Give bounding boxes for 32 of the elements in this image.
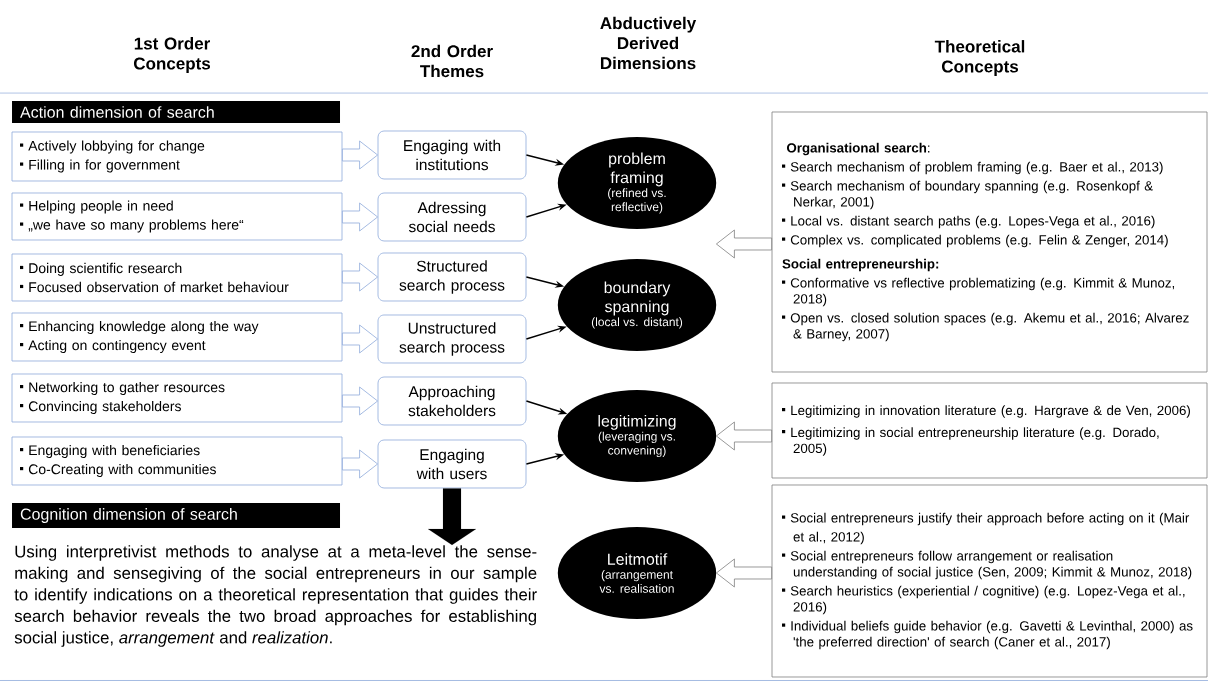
description-text: Using interpretivist methods to analyse at a meta-level the sense-making and sensegiving of the social entrepreneurs in our sample to identify indications on a theoretical representation that guides their search behavior reveals the two broad approaches for establishing social justice, arrangement and realization. [14,545,537,647]
concept-box: Helping people in need „we have so many problems here“ [11,192,343,241]
theme-box: Engaging with institutions [377,130,527,180]
block-arrow [427,488,477,546]
concept-panel: Legitimizing in innovation literature (e.g. Hargrave & de Ven, 2006) Legitimizing in social entrepreneurship literature (e.g. Dorado, 2005) [771,382,1208,479]
concept-box: Networking to gather resources Convincing stakeholders [11,373,343,423]
hollow-arrow [342,324,378,354]
column-heading: 2nd Order Themes [411,44,493,78]
hollow-arrow [342,202,378,232]
concept-box: Actively lobbying for change Filling in for government [11,131,343,182]
theme-box: Structured search process [377,252,527,302]
hollow-arrow [342,386,378,416]
hollow-arrow [342,140,378,170]
concept-box: Doing scientific research Focused observation of market behaviour [11,253,343,302]
theme-box: Approaching stakeholders [377,376,527,426]
column-heading: Abductively Derived Dimensions [600,16,697,70]
hollow-arrow [342,262,378,292]
hollow-arrow [342,449,378,479]
column-heading: 1st Order Concepts [133,37,211,73]
concept-panel: Social entrepreneurs justify their approach before acting on it (Mair et al., 2012) Social entrepreneurs follow arrangement or realisation understanding of social justice (Sen, 2009; Kimmit & Munoz, 2018) Search heuristics (experiential / cognitive) (e.g. Lopez-Vega et al., 2016) Individual beliefs guide behavior (e.g. Gavetti & Levinthal, 2000) as 'the preferred direction' of search (Caner et al., 2017) [771,484,1208,678]
theme-box: Adressing social needs [377,192,527,242]
theme-box: Engaging with users [377,439,527,489]
section-banner: Cognition dimension of search [12,503,340,528]
concept-box: Engaging with beneficiaries Co-Creating with communities [11,436,343,486]
concept-panel: Organisational search: Search mechanism of problem framing (e.g. Baer et al., 2013) Search mechanism of boundary spanning (e.g. Rosenkopf & Nerkar, 2001) Local vs. distant search paths (e.g. Lopes-Vega et al., 2016) Complex vs. complicated problems (e.g. Felin & Zenger, 2014) Social entrepreneurship: Conformative vs reflective problematizing (e.g. Kimmit & Munoz, 2018) Open vs. closed solution spaces (e.g. Akemu et al., 2016; Alvarez & Barney, 2007) [771,111,1208,373]
column-heading: Theoretical Concepts [934,40,1025,76]
hollow-arrow [716,421,772,451]
concept-box: Enhancing knowledge along the way Acting on contingency event [11,312,343,362]
hollow-arrow [716,229,772,259]
hollow-arrow [716,558,772,588]
section-banner: Action dimension of search [12,101,340,123]
theme-box: Unstructured search process [377,314,527,364]
